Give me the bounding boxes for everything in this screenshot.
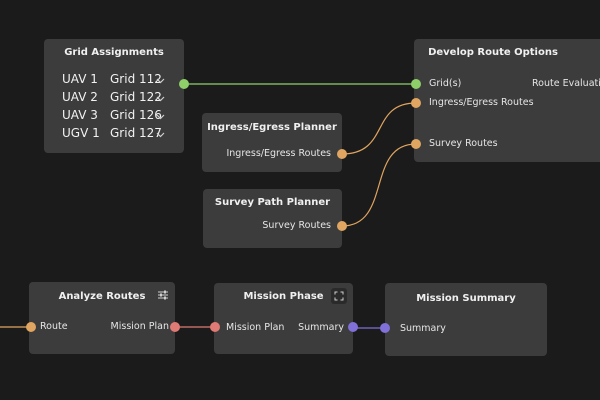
wire-ingress: [341, 102, 417, 155]
input-label-route: Route: [40, 321, 68, 332]
node-title: Ingress/Egress Planner: [207, 122, 337, 133]
sliders-icon[interactable]: [155, 287, 171, 303]
node-title: Mission Phase: [243, 291, 324, 302]
expand-icon[interactable]: [331, 288, 347, 304]
port-ingress-egress-out[interactable]: [337, 149, 347, 159]
output-label-ingress-egress: Ingress/Egress Routes: [226, 148, 331, 159]
vehicle-label: UGV 1: [62, 126, 100, 140]
grid-select-value[interactable]: Grid 122: [110, 90, 162, 104]
ingress-egress-planner-node[interactable]: Ingress/Egress Planner Ingress/Egress Ro…: [202, 113, 342, 172]
input-label-grids: Grid(s): [429, 78, 462, 89]
output-label-survey-routes: Survey Routes: [262, 220, 331, 231]
port-survey-routes-out[interactable]: [337, 221, 347, 231]
assignment-row: UAV 3 Grid 126: [62, 108, 162, 122]
input-label-mission-plan: Mission Plan: [226, 322, 285, 333]
assignment-row: UAV 1 Grid 112: [62, 72, 162, 86]
analyze-routes-node[interactable]: Analyze Routes Route Mission Plan: [29, 282, 175, 354]
input-label-ingress-egress: Ingress/Egress Routes: [429, 97, 534, 108]
grid-select-value[interactable]: Grid 127: [110, 126, 162, 140]
mission-phase-node[interactable]: Mission Phase Mission Plan Summary: [214, 283, 353, 354]
node-title: Analyze Routes: [58, 291, 146, 302]
chevron-down-icon[interactable]: [156, 94, 165, 103]
chevron-down-icon[interactable]: [156, 76, 165, 85]
survey-path-planner-node[interactable]: Survey Path Planner Survey Routes: [203, 189, 342, 248]
node-title: Develop Route Options: [428, 47, 558, 58]
vehicle-label: UAV 2: [62, 90, 98, 104]
grid-assignments-node[interactable]: Grid Assignments UAV 1 Grid 112 UAV 2 Grid…: [44, 39, 184, 153]
output-label-summary: Summary: [298, 322, 344, 333]
port-grids-out[interactable]: [179, 79, 189, 89]
node-title: Mission Summary: [416, 293, 516, 304]
node-title: Grid Assignments: [64, 47, 164, 58]
port-summary-out[interactable]: [348, 322, 358, 332]
port-grids-in[interactable]: [411, 79, 421, 89]
port-mission-plan-in[interactable]: [210, 322, 220, 332]
chevron-down-icon[interactable]: [156, 130, 165, 139]
mission-summary-node[interactable]: Mission Summary Summary: [385, 283, 547, 356]
develop-route-options-node[interactable]: Develop Route Options Grid(s) Ingress/Eg…: [414, 39, 600, 162]
output-label-route-evaluation: Route Evaluation: [532, 78, 600, 89]
input-label-summary: Summary: [400, 323, 446, 334]
grid-select-value[interactable]: Grid 126: [110, 108, 162, 122]
port-summary-in[interactable]: [380, 323, 390, 333]
port-mission-plan-out[interactable]: [170, 322, 180, 332]
wire-survey: [341, 143, 417, 227]
vehicle-label: UAV 1: [62, 72, 98, 86]
chevron-down-icon[interactable]: [156, 112, 165, 121]
assignment-row: UGV 1 Grid 127: [62, 126, 162, 140]
vehicle-label: UAV 3: [62, 108, 98, 122]
port-ingress-egress-in[interactable]: [411, 98, 421, 108]
output-label-mission-plan: Mission Plan: [110, 321, 169, 332]
input-label-survey-routes: Survey Routes: [429, 138, 498, 149]
grid-select-value[interactable]: Grid 112: [110, 72, 162, 86]
assignment-row: UAV 2 Grid 122: [62, 90, 162, 104]
port-survey-routes-in[interactable]: [411, 139, 421, 149]
node-title: Survey Path Planner: [214, 197, 331, 208]
port-route-in[interactable]: [26, 322, 36, 332]
